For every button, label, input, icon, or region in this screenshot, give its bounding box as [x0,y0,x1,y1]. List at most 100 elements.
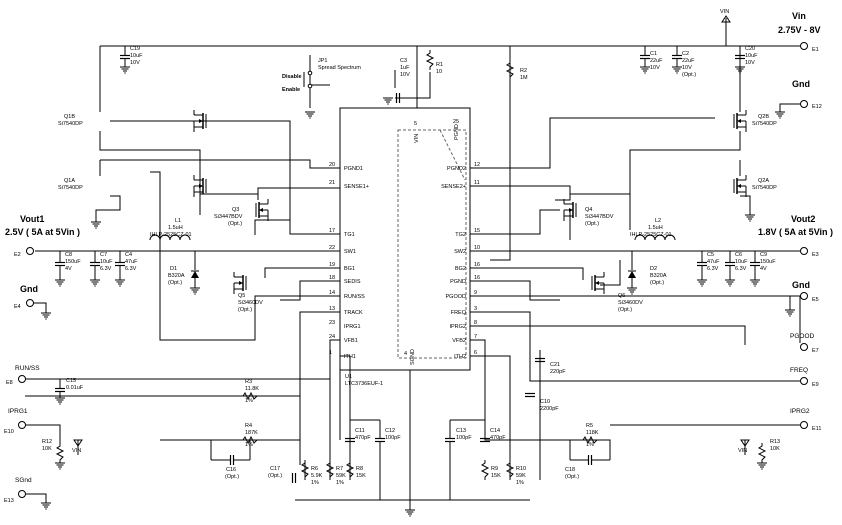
svg-text:R4: R4 [245,423,252,429]
ic-pin-left-name: ITH1 [344,354,356,360]
vout1-terminal[interactable]: Vout1 2.5V ( 5A at 5Vin ) E2 [5,214,80,258]
jumper-jp1[interactable]: JP1 Spread Spectrum Disable Enable [282,58,361,119]
svg-text:Si7540DP: Si7540DP [752,121,777,127]
svg-text:C14: C14 [490,428,500,434]
vout2-spec: 1.8V ( 5A at 5Vin ) [758,227,833,237]
svg-text:6.3V: 6.3V [100,266,112,272]
ic-pin-left-name: TRACK [344,310,363,316]
run-ss-pin: E8 [6,380,13,386]
gnd-left-pin: E4 [14,304,21,310]
ic-pin-right-num: 8 [474,320,477,326]
ic-pin-left-num: 14 [329,290,335,296]
r6: R6 5.9K 1% [301,459,323,486]
svg-text:C9: C9 [760,252,767,258]
svg-text:1%: 1% [245,398,253,404]
svg-text:C18: C18 [565,467,575,473]
ic-pin-right-name: SW2 [454,249,466,255]
svg-text:L2: L2 [655,218,661,224]
svg-text:10V: 10V [650,65,660,71]
svg-text:C15: C15 [66,378,76,384]
svg-text:R13: R13 [770,439,780,445]
q2b: Q2B Si7540DP [733,109,777,133]
svg-text:Disable: Disable [282,74,302,80]
svg-text:Q1B: Q1B [64,114,75,120]
r9: R9 15K [481,459,501,481]
svg-text:(Opt.): (Opt.) [228,221,242,227]
svg-text:2200pF: 2200pF [540,406,559,412]
svg-text:10uF: 10uF [735,259,748,265]
svg-text:R5: R5 [586,423,593,429]
svg-text:47uF: 47uF [707,259,720,265]
c17: C17 (Opt.) [268,466,297,484]
iprg1-terminal[interactable]: IPRG1 E10 [4,408,28,435]
svg-text:B320A: B320A [168,273,185,279]
svg-text:JP1: JP1 [318,58,327,64]
svg-text:59K: 59K [336,473,346,479]
vout1-spec: 2.5V ( 5A at 5Vin ) [5,227,80,237]
pgood-terminal[interactable]: PGOOD E7 [790,333,819,354]
svg-text:Si3447BDV: Si3447BDV [585,214,614,220]
sgnd-terminal[interactable]: SGnd E13 [4,477,52,510]
q4: Q4 Si3447BDV (Opt.) [563,198,614,227]
svg-text:Q1A: Q1A [64,178,75,184]
svg-text:100pF: 100pF [456,435,472,441]
svg-text:Q5: Q5 [238,293,245,299]
iprg2-terminal[interactable]: IPRG2 E11 [790,408,821,432]
svg-text:(Opt.): (Opt.) [225,474,239,480]
run-ss-terminal[interactable]: RUN/SS E8 [6,365,40,386]
freq-terminal[interactable]: FREQ E9 [790,367,819,388]
vout1-label: Vout1 [20,214,44,224]
svg-text:47uF: 47uF [125,259,138,265]
ic-pin-left-name: VFB1 [344,338,358,344]
svg-text:C12: C12 [385,428,395,434]
iprg1-label: IPRG1 [8,408,28,415]
q3: Q3 Si3447BDV (Opt.) [214,198,269,227]
ic-pin-left-num: 24 [329,334,335,340]
r3: R3 11.8K 1% [239,379,261,404]
ic-pin-right-name: IPRG2 [449,324,466,330]
vin-terminal[interactable]: Vin 2.75V - 8V E1 [778,11,821,53]
svg-text:1%: 1% [586,442,594,448]
vout2-terminal[interactable]: Vout2 1.8V ( 5A at 5Vin ) E3 [758,214,833,258]
svg-text:VIN: VIN [720,9,729,15]
svg-text:R2: R2 [520,68,527,74]
svg-text:10uF: 10uF [745,53,758,59]
vin-pin: E1 [812,47,819,53]
svg-text:C5: C5 [707,252,714,258]
ic-ref: U1 [345,374,352,380]
gnd-left-terminal[interactable]: Gnd E4 [14,284,52,320]
svg-text:C8: C8 [65,252,72,258]
svg-text:187K: 187K [245,430,258,436]
ic-pin-vin-name: VIN [414,134,420,143]
svg-text:D1: D1 [170,266,177,272]
svg-text:C20: C20 [745,46,755,52]
ic-pin-left-num: 17 [329,228,335,234]
c6: C6 10uF 6.3V [724,251,748,287]
pgood-label: PGOOD [790,333,815,340]
r5: R5 118K 1% [579,423,601,448]
ic-pin-left-name: SEDIS [344,279,361,285]
iprg2-label: IPRG2 [790,408,810,415]
l2: L2 1.5uH IHLP-2525CZ-01 [630,218,676,241]
gnd-right2-terminal[interactable]: Gnd E5 [784,280,819,317]
svg-text:470pF: 470pF [355,435,371,441]
c14: C14 470pF [479,428,506,443]
ic-pin-right-num: 10 [474,245,480,251]
gnd-right-terminal[interactable]: Gnd E12 [774,79,822,119]
svg-text:22uF: 22uF [682,58,695,64]
svg-text:Spread Spectrum: Spread Spectrum [318,65,361,71]
svg-text:D2: D2 [650,266,657,272]
q2a: Q2A Si7540DP [733,174,777,222]
c3: C3 1uF 10V [382,58,410,105]
svg-text:(Opt.): (Opt.) [168,280,182,286]
svg-text:10uF: 10uF [100,259,113,265]
r13: R13 10K VIN [738,439,780,470]
svg-text:C19: C19 [130,46,140,52]
ic-pins-right: PGND212SENSE2+11TG215SW210BG216PGND16PGO… [441,162,480,360]
svg-text:IHLP-2525CZ-01: IHLP-2525CZ-01 [630,232,672,238]
svg-text:10V: 10V [130,60,140,66]
vout2-label: Vout2 [791,214,815,224]
wires [25,18,801,510]
ic-pin-left-name: PGND1 [344,166,363,172]
